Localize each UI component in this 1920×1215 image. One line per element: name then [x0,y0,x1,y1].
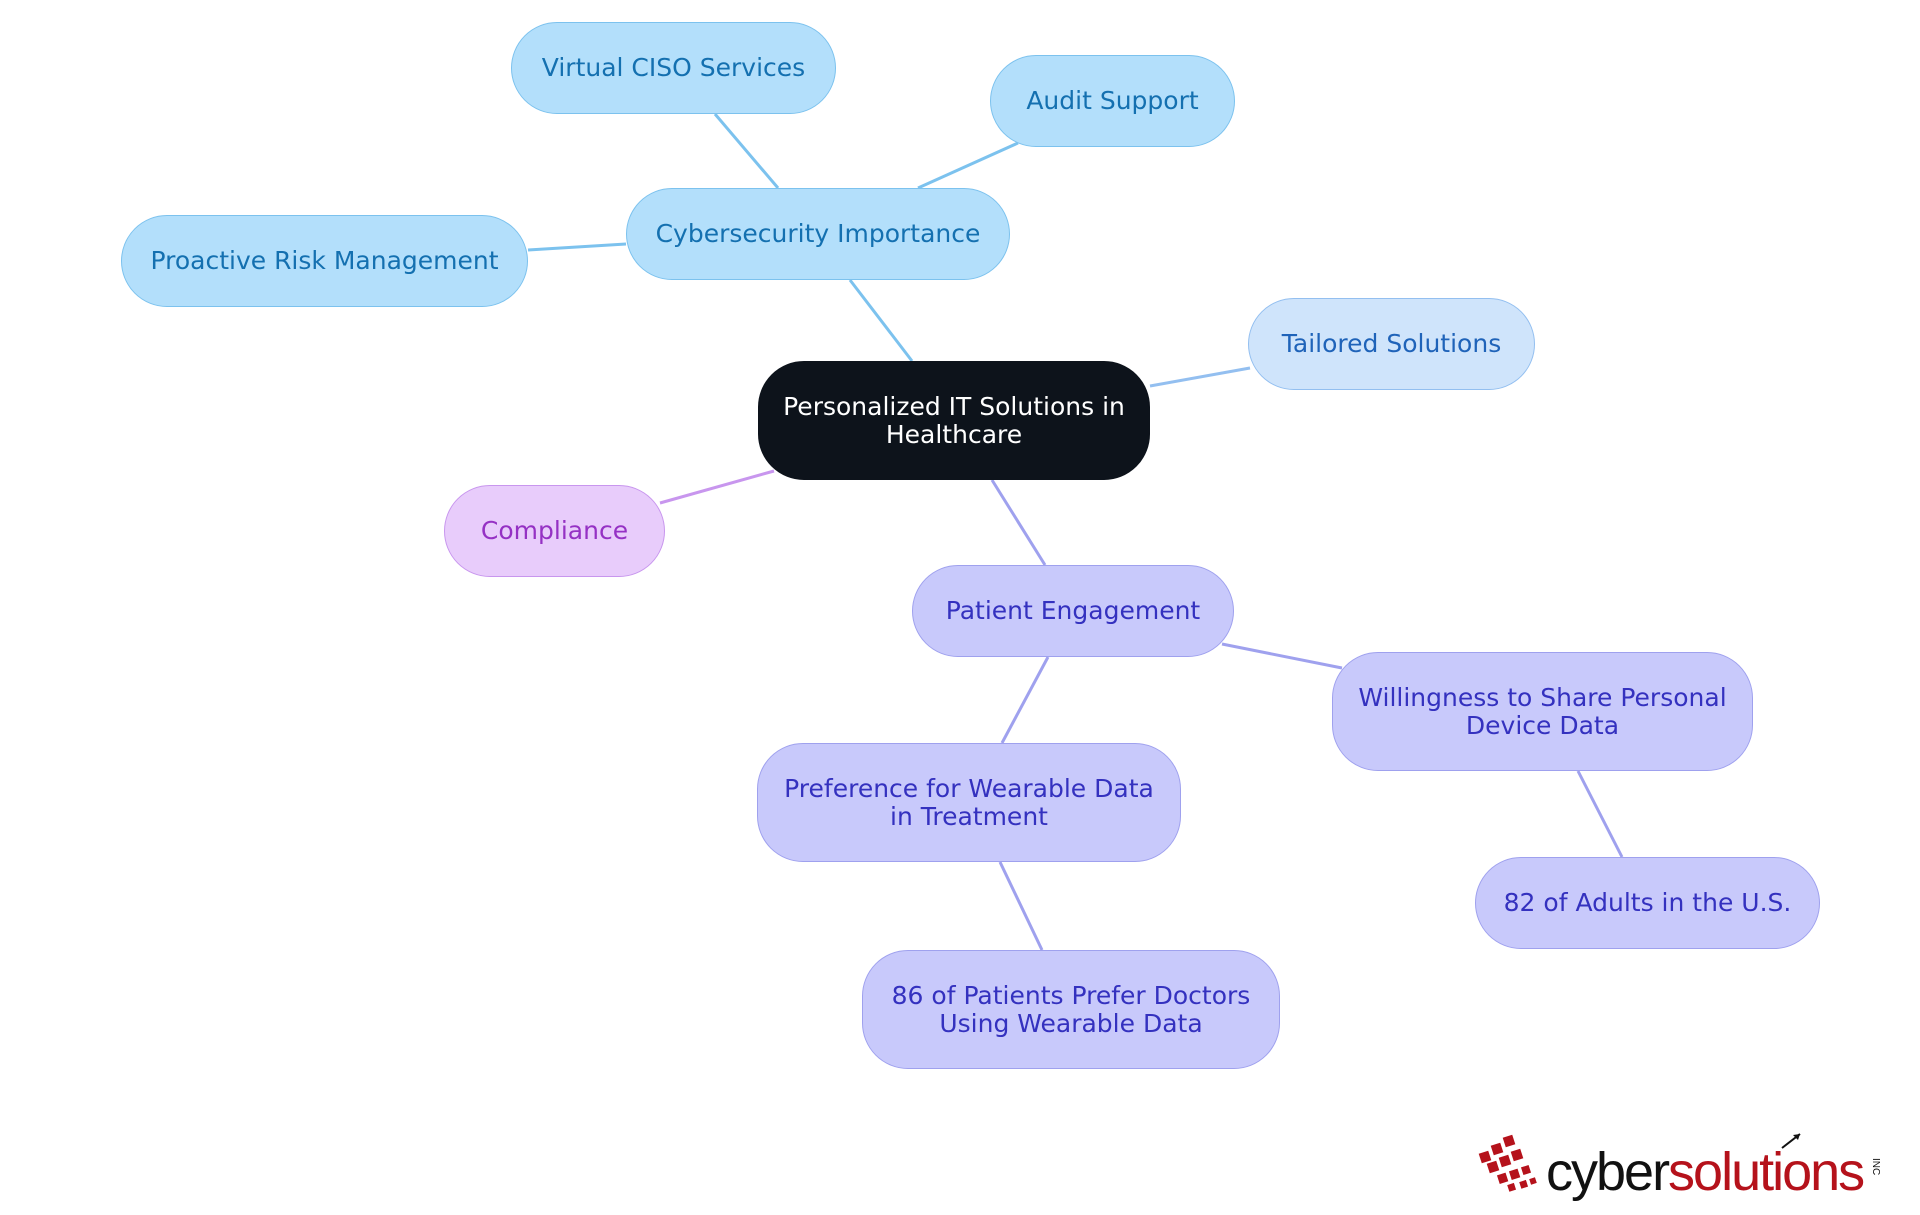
edge-root-tailored [1149,366,1251,388]
node-86-of-patients: 86 of Patients Prefer Doctors Using Wear… [862,950,1280,1069]
node-label: Audit Support [1026,86,1199,115]
edge-root-cyber [848,279,914,362]
logo-arrow-icon [1781,1133,1801,1149]
cybersolutions-logo: cybersolutions INC [1478,1130,1898,1208]
node-preference-for-wearable-data: Preference for Wearable Data in Treatmen… [757,743,1181,862]
node-compliance: Compliance [444,485,665,577]
node-virtual-ciso-services: Virtual CISO Services [511,22,836,114]
edge-wearpref-86 [998,861,1044,951]
logo-inc: INC [1870,1158,1881,1176]
edge-root-compliance [659,469,775,505]
logo-word-solutions: solutions [1668,1142,1865,1202]
node-label: Compliance [480,516,629,545]
node-label: Proactive Risk Management [150,246,499,275]
edge-cyber-audit [917,141,1019,190]
node-label: Cybersecurity Importance [655,219,981,248]
node-label: Tailored Solutions [1281,329,1502,358]
node-proactive-risk-management: Proactive Risk Management [121,215,528,307]
logo-wordmark: cybersolutions [1546,1142,1865,1202]
root-node-label: Personalized IT Solutions in Healthcare [783,391,1125,449]
edge-cyber-risk [527,242,627,252]
edge-share-82 [1576,770,1624,858]
node-label: 86 of Patients Prefer Doctors Using Wear… [891,980,1251,1038]
node-label: Patient Engagement [945,596,1201,625]
node-label: Preference for Wearable Data in Treatmen… [784,773,1154,831]
node-cybersecurity-importance: Cybersecurity Importance [626,188,1010,280]
node-tailored-solutions: Tailored Solutions [1248,298,1535,390]
edge-patient-share [1221,642,1343,670]
edge-root-patient [990,479,1047,566]
node-label: 82 of Adults in the U.S. [1503,888,1792,917]
node-patient-engagement: Patient Engagement [912,565,1234,657]
node-audit-support: Audit Support [990,55,1235,147]
node-willingness-to-share-data: Willingness to Share Personal Device Dat… [1332,652,1753,771]
edge-cyber-vciso [713,113,780,189]
logo-squares-icon [1478,1134,1537,1192]
root-node: Personalized IT Solutions in Healthcare [758,361,1150,480]
logo-word-cyber: cyber [1546,1142,1670,1202]
node-82-of-adults: 82 of Adults in the U.S. [1475,857,1820,949]
edge-patient-wearpref [1000,656,1050,744]
node-label: Virtual CISO Services [541,53,806,82]
node-label: Willingness to Share Personal Device Dat… [1358,682,1727,740]
